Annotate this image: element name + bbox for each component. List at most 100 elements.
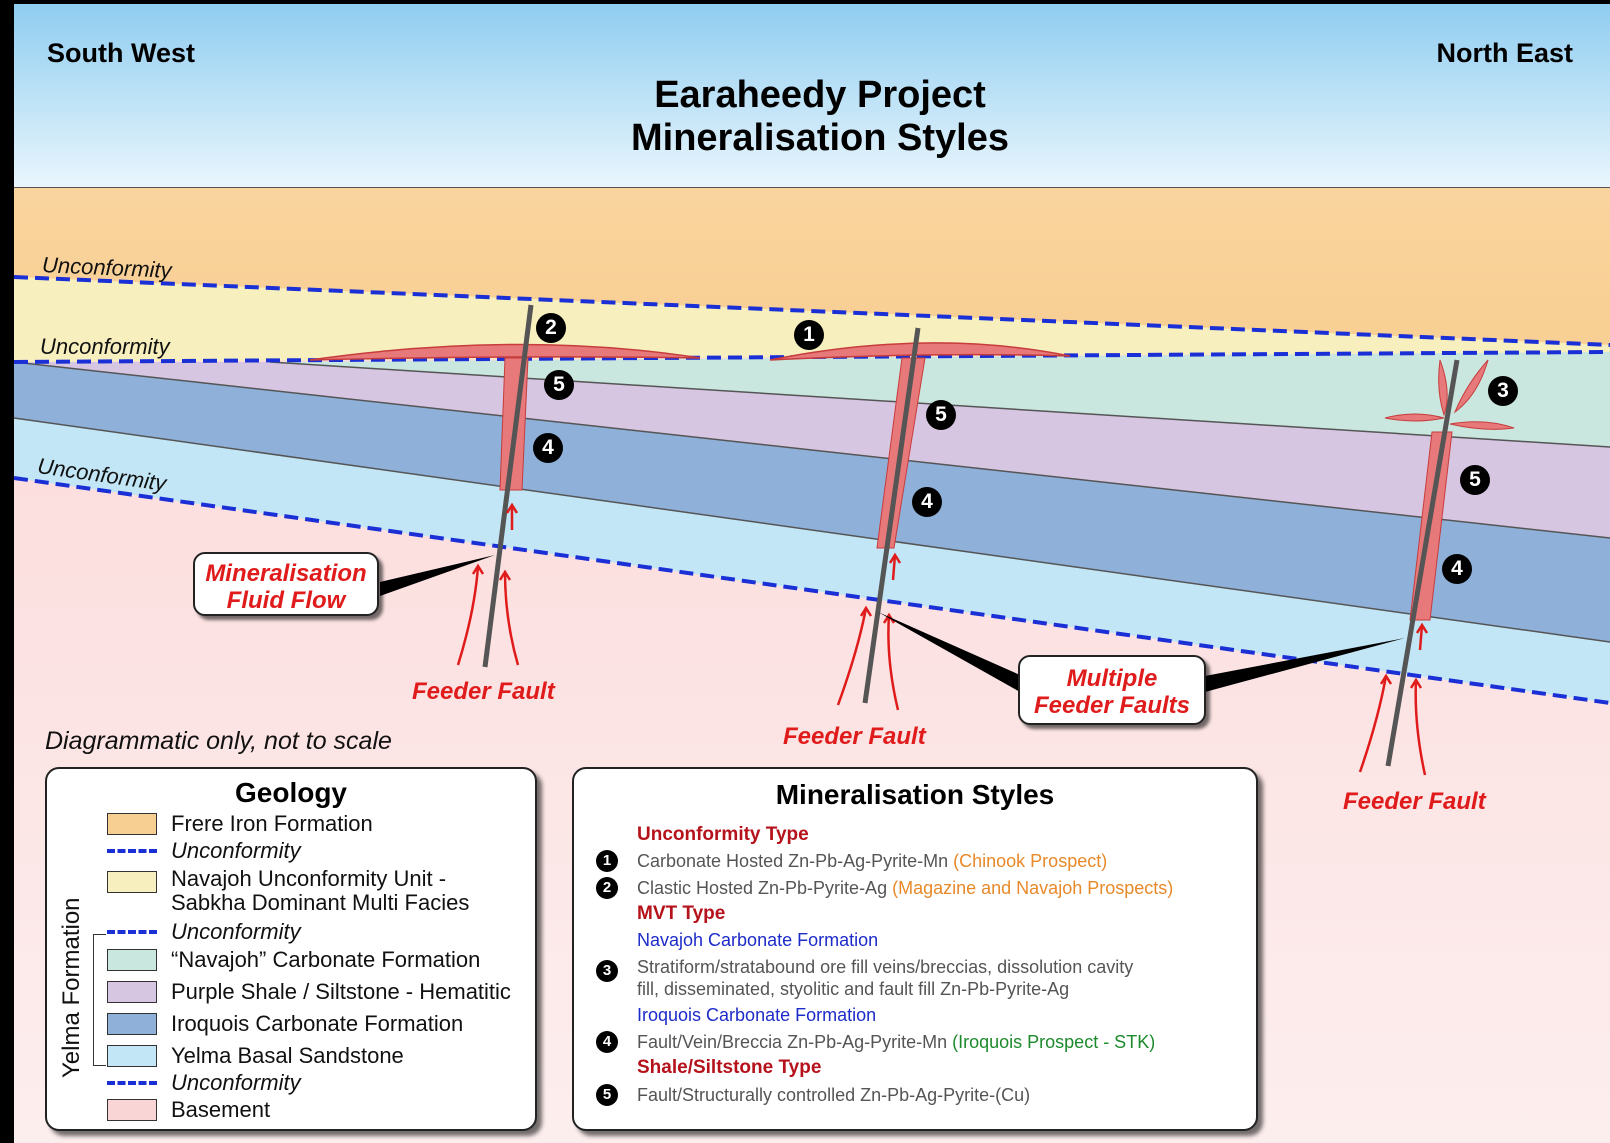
legend-marker-3: 3	[596, 960, 618, 982]
feeder-fault-label-left: Feeder Fault	[412, 678, 555, 705]
legend-marker-4: 4	[596, 1031, 618, 1053]
swatch-basement	[107, 1099, 157, 1121]
ore-lens-2	[309, 343, 701, 361]
legend-label: Unconformity	[171, 919, 301, 944]
callout-fluid-line-2: Fluid Flow	[226, 587, 346, 614]
style-item-2-prospect: (Magazine and Navajoh Prospects)	[892, 878, 1174, 898]
frere-iron-formation	[14, 188, 1610, 345]
dash-unconformity	[107, 1081, 157, 1085]
callout-fluid-line-1: Mineralisation	[205, 560, 367, 587]
legend-label-2: Sabkha Dominant Multi Facies	[171, 890, 470, 915]
feeder-fault-label-middle: Feeder Fault	[783, 723, 926, 750]
legend-label: Iroquois Carbonate Formation	[171, 1011, 464, 1036]
sky-band	[14, 4, 1610, 188]
fault-middle	[862, 327, 921, 704]
marker-4-left: 4	[533, 433, 563, 463]
legend-purple-shale: Purple Shale / Siltstone - Hematitic	[107, 979, 511, 1005]
style-item-2-text: Clastic Hosted Zn-Pb-Pyrite-Ag	[637, 878, 888, 898]
legend-unconformity-1: Unconformity	[107, 838, 301, 864]
yelma-basal-sandstone	[14, 418, 1610, 703]
geology-legend-title: Geology	[234, 777, 347, 808]
mvt-type-heading: MVT Type	[637, 903, 726, 924]
iroquois-carbonate-subheading: Iroquois Carbonate Formation	[637, 1005, 877, 1025]
yelma-bracket	[93, 934, 106, 1066]
marker-4-middle: 4	[912, 487, 942, 517]
legend-unconformity-2: Unconformity	[107, 919, 301, 945]
scale-note: Diagrammatic only, not to scale	[45, 727, 392, 755]
unconformity-type-heading: Unconformity Type	[637, 824, 809, 845]
direction-label-south-west: South West	[47, 38, 195, 68]
legend-marker-5: 5	[596, 1084, 618, 1106]
swatch-navajoh-unit	[107, 871, 157, 893]
style-item-3: Stratiform/stratabound ore fill veins/br…	[637, 956, 1133, 1000]
legend-label: Basement	[171, 1097, 271, 1122]
style-item-1-text: Carbonate Hosted Zn-Pb-Ag-Pyrite-Mn	[637, 851, 949, 871]
legend-marker-2: 2	[596, 877, 618, 899]
legend-label: “Navajoh” Carbonate Formation	[171, 947, 481, 972]
unconformity-line-upper	[13, 275, 1610, 347]
legend-label: Yelma Basal Sandstone	[171, 1043, 404, 1068]
mineralisation-panel-title: Mineralisation Styles	[775, 779, 1055, 810]
swatch-yelma-sandstone	[107, 1045, 157, 1067]
marker-2: 2	[536, 313, 566, 343]
mineralisation-styles-panel: Mineralisation Styles Unconformity Type …	[572, 767, 1258, 1131]
legend-navajoh-unit: Navajoh Unconformity Unit -Sabkha Domina…	[107, 865, 469, 917]
dash-unconformity	[107, 849, 157, 853]
dash-unconformity	[107, 930, 157, 934]
yelma-formation-label: Yelma Formation	[58, 897, 85, 1078]
geology-legend-panel: Geology Frere Iron Formation Unconformit…	[45, 767, 537, 1131]
style-item-3-line-1: Stratiform/stratabound ore fill veins/br…	[637, 957, 1134, 977]
stratiform-lens-c	[1384, 413, 1445, 422]
fluid-arrows-left	[456, 502, 520, 666]
legend-yelma-sandstone: Yelma Basal Sandstone	[107, 1043, 404, 1069]
unconformity-label-middle: Unconformity	[40, 334, 170, 359]
legend-label: Unconformity	[171, 1070, 301, 1095]
ore-lens-1	[769, 342, 1071, 361]
fluid-arrows-middle	[836, 552, 902, 711]
marker-5-left: 5	[544, 370, 574, 400]
marker-1: 1	[794, 320, 824, 350]
stratiform-lens-b	[1453, 359, 1489, 414]
unconformity-line-lower	[13, 476, 1610, 705]
diagram-title: Earaheedy Project Mineralisation Styles	[0, 74, 1610, 160]
marker-4-right: 4	[1442, 554, 1472, 584]
callout-multiple-feeder-faults: Multiple Feeder Faults	[1018, 655, 1206, 725]
style-item-3-line-2: fill, disseminated, styolitic and fault …	[637, 979, 1070, 999]
fault-left	[482, 304, 534, 668]
feeder-fault-label-right: Feeder Fault	[1343, 788, 1486, 815]
direction-label-north-east: North East	[1436, 38, 1573, 68]
swatch-iroquois	[107, 1013, 157, 1035]
legend-unconformity-3: Unconformity	[107, 1070, 301, 1096]
marker-5-right: 5	[1460, 465, 1490, 495]
callout-pointer-multi-b	[1205, 638, 1405, 692]
style-item-2: Clastic Hosted Zn-Pb-Pyrite-Ag (Magazine…	[637, 877, 1173, 899]
legend-navajoh-carbonate: “Navajoh” Carbonate Formation	[107, 947, 480, 973]
title-line-2: Mineralisation Styles	[630, 117, 1009, 159]
stratiform-lens-d	[1449, 421, 1515, 430]
callout-mineralisation-fluid-flow: Mineralisation Fluid Flow	[193, 552, 379, 616]
callout-pointer-fluid	[380, 555, 495, 596]
swatch-navajoh-carbonate	[107, 949, 157, 971]
iroquois-carbonate-formation	[14, 362, 1610, 642]
legend-label-wrap: Navajoh Unconformity Unit -Sabkha Domina…	[171, 867, 469, 915]
legend-label: Unconformity	[171, 838, 301, 863]
style-item-4: Fault/Vein/Breccia Zn-Pb-Ag-Pyrite-Mn (I…	[637, 1031, 1155, 1053]
shale-type-heading: Shale/Siltstone Type	[637, 1057, 822, 1078]
swatch-frere	[107, 813, 157, 835]
callout-multiple-line-2: Feeder Faults	[1033, 692, 1191, 719]
fluid-arrows-right	[1358, 622, 1429, 776]
legend-label: Navajoh Unconformity Unit -	[171, 866, 447, 891]
callout-multiple-line-1: Multiple	[1066, 665, 1158, 692]
legend-basement: Basement	[107, 1097, 270, 1123]
legend-label: Purple Shale / Siltstone - Hematitic	[171, 979, 511, 1004]
marker-5-middle: 5	[926, 400, 956, 430]
navajoh-carbonate-formation	[270, 352, 1610, 447]
stratiform-lens-a	[1438, 359, 1448, 417]
legend-marker-1: 1	[596, 850, 618, 872]
fault-right	[1385, 359, 1460, 767]
swatch-purple-shale	[107, 981, 157, 1003]
navajoh-carbonate-subheading: Navajoh Carbonate Formation	[637, 930, 879, 950]
style-item-4-prospect: (Iroquois Prospect - STK)	[952, 1032, 1156, 1052]
style-item-5: Fault/Structurally controlled Zn-Pb-Ag-P…	[637, 1085, 1031, 1105]
